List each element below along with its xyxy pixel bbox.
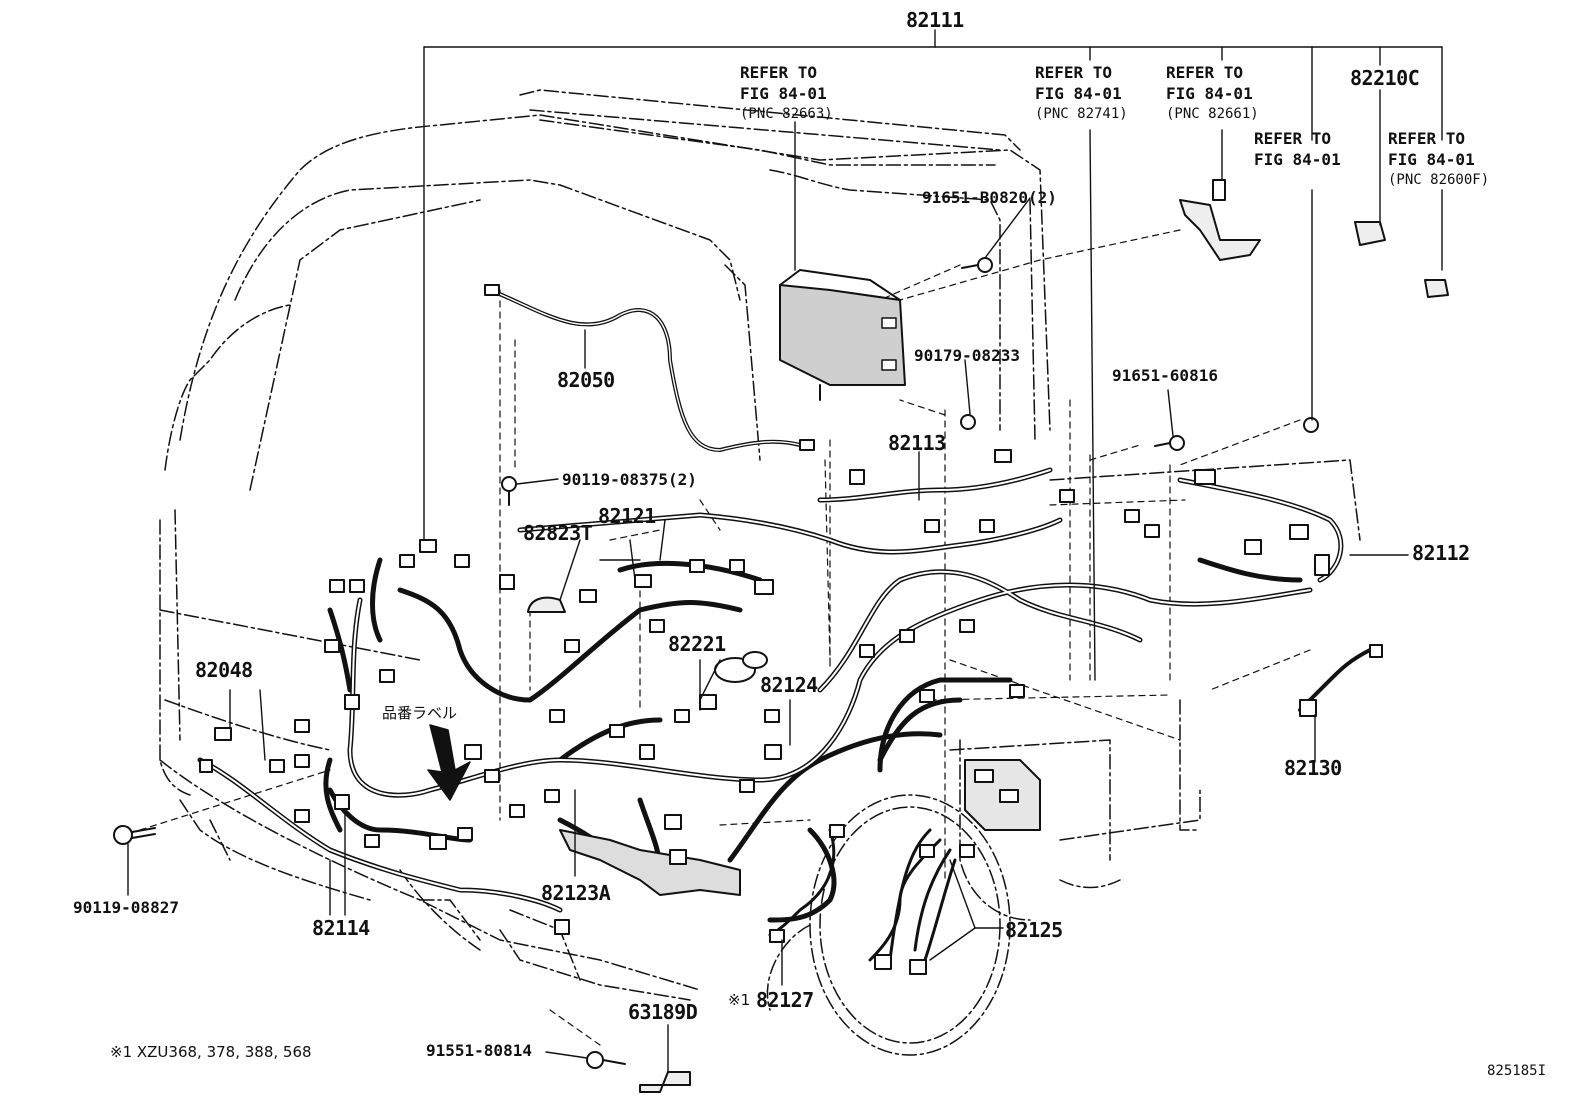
label-90119-08375: 90119-08375(2)	[562, 470, 697, 489]
ref-line2: FIG 84-01	[740, 84, 827, 103]
ref-line2: FIG 84-01	[1166, 84, 1253, 103]
figure-id: 825185I	[1487, 1063, 1547, 1079]
relay-82221	[714, 651, 768, 683]
label-82121: 82121	[598, 504, 656, 528]
label-90119-08827: 90119-08827	[73, 898, 179, 917]
bolt-90119-08375	[501, 476, 517, 506]
label-82127: 82127	[756, 988, 814, 1012]
harness-82050-inner	[489, 289, 801, 451]
ref-line2: FIG 84-01	[1388, 150, 1475, 169]
label-82823t: 82823T	[523, 521, 593, 545]
label-82114: 82114	[312, 916, 370, 940]
label-90179-08233: 90179-08233	[914, 346, 1020, 365]
footnote-marker: ※1	[728, 991, 751, 1009]
bolt-91651-60816	[1154, 435, 1185, 451]
label-82125: 82125	[1005, 918, 1063, 942]
nut-82741	[1303, 417, 1319, 433]
protector-82123a	[559, 829, 741, 896]
label-82130: 82130	[1284, 756, 1342, 780]
nut-90179-08233	[960, 414, 976, 430]
label-82124: 82124	[760, 673, 818, 697]
label-82111: 82111	[906, 8, 964, 32]
leader-lines	[127, 29, 1443, 1073]
label-82050: 82050	[557, 368, 615, 392]
ref-line2: FIG 84-01	[1254, 150, 1341, 169]
ref-line2: FIG 84-01	[1035, 84, 1122, 103]
ref-line1: REFER TO	[1388, 129, 1466, 148]
label-callout: 品番ラベル	[382, 704, 458, 722]
label-91551-80814: 91551-80814	[426, 1041, 532, 1060]
main-harness-inner	[199, 469, 1342, 911]
label-82221: 82221	[668, 632, 726, 656]
label-82210c: 82210C	[1350, 66, 1420, 90]
label-91651-60816: 91651-60816	[1112, 366, 1218, 385]
fuse-block	[964, 759, 1041, 831]
label-arrow	[427, 724, 471, 801]
ref-line3: (PNC 82600F)	[1388, 172, 1490, 188]
ref-pnc-82663: REFER TO FIG 84-01 (PNC 82663)	[740, 62, 833, 125]
ref-pnc-82661: REFER TO FIG 84-01 (PNC 82661)	[1166, 62, 1259, 125]
bolt-91651-b0820	[961, 257, 993, 273]
ref-pnc-82600f: REFER TO FIG 84-01 (PNC 82600F)	[1388, 128, 1489, 191]
ref-pnc-82741: REFER TO FIG 84-01 (PNC 82741)	[1035, 62, 1128, 125]
ref-fig-84-01: REFER TO FIG 84-01	[1254, 128, 1341, 170]
truck-cab-outline	[159, 89, 1361, 1001]
harness-82050	[488, 288, 802, 452]
bracket-82661	[1179, 179, 1261, 261]
ref-line3: (PNC 82741)	[1035, 106, 1128, 122]
ref-line1: REFER TO	[1166, 63, 1244, 82]
ref-line1: REFER TO	[1035, 63, 1113, 82]
ref-line3: (PNC 82663)	[740, 106, 833, 122]
bracket-63189d	[639, 1071, 691, 1093]
label-82112: 82112	[1412, 541, 1470, 565]
front-wheel	[766, 794, 1011, 1056]
bolt-90119-08827	[113, 825, 156, 845]
ecu-box	[779, 269, 906, 401]
footnote: ※1 XZU368, 378, 388, 568	[110, 1043, 312, 1061]
connectors	[199, 284, 1383, 975]
harness-82125	[868, 828, 957, 962]
bracket-82600f	[1424, 279, 1449, 298]
reference-lines	[139, 229, 1311, 1046]
ref-line3: (PNC 82661)	[1166, 106, 1259, 122]
bolt-91551-80814	[586, 1051, 626, 1069]
bracket-82210c	[1354, 221, 1386, 246]
ref-line1: REFER TO	[1254, 129, 1332, 148]
harness-82127	[768, 828, 836, 937]
ref-line1: REFER TO	[740, 63, 818, 82]
label-82113: 82113	[888, 431, 946, 455]
label-63189d: 63189D	[628, 1000, 698, 1024]
label-91651-b0820: 91651-B0820(2)	[922, 188, 1057, 207]
label-82048: 82048	[195, 658, 253, 682]
label-82123a: 82123A	[541, 881, 611, 905]
